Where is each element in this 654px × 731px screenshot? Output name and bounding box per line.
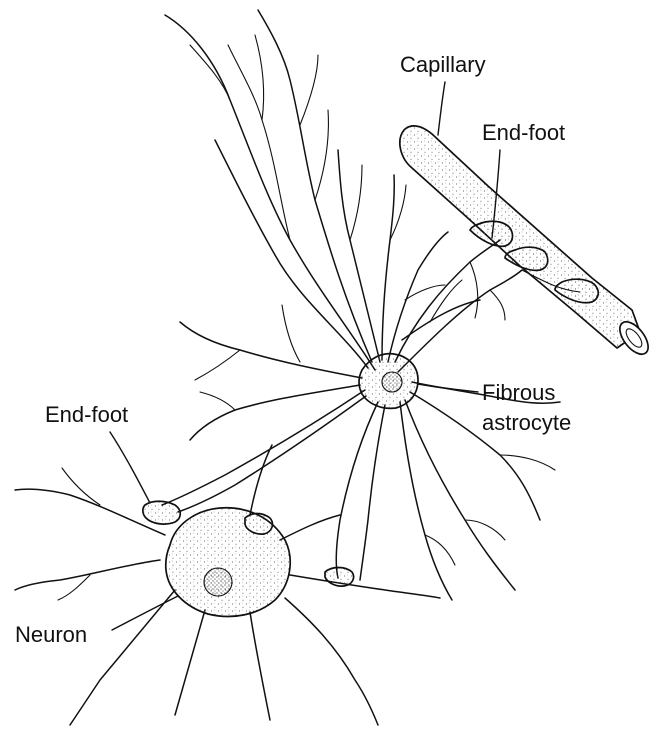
svg-text:astrocyte: astrocyte — [482, 410, 571, 435]
astrocyte-body — [359, 354, 418, 409]
label-fibrous-astrocyte: Fibrous astrocyte — [418, 380, 571, 435]
svg-text:End-foot: End-foot — [482, 120, 565, 145]
svg-text:End-foot: End-foot — [45, 402, 128, 427]
svg-text:Fibrous: Fibrous — [482, 380, 555, 405]
neuron — [15, 445, 440, 725]
label-end-foot-neuron: End-foot — [45, 402, 150, 503]
svg-text:Neuron: Neuron — [15, 622, 87, 647]
svg-text:Capillary: Capillary — [400, 52, 486, 77]
label-neuron: Neuron — [15, 596, 178, 647]
label-capillary: Capillary — [400, 52, 486, 135]
